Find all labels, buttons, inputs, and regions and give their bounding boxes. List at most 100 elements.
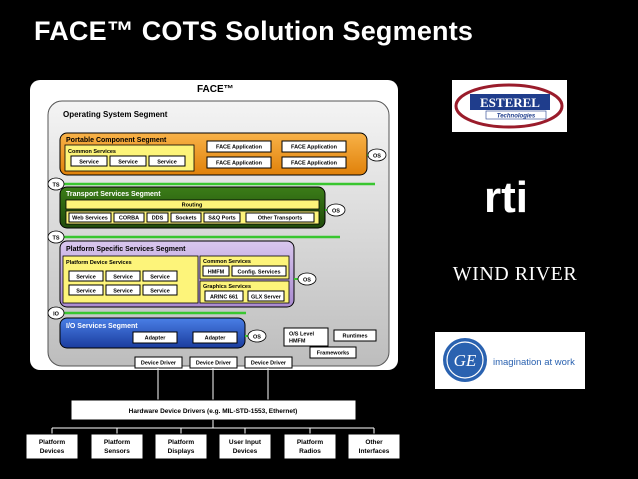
- transport-dds-label: DDS: [152, 216, 164, 222]
- device-driver-2-label: Device Driver: [196, 361, 232, 367]
- ts-tag-1-label: TS: [52, 183, 59, 189]
- platform-displays-label-1: Platform: [168, 439, 195, 446]
- io-adapter-1: [132, 331, 178, 344]
- io-adapter-2-label: Adapter: [205, 336, 227, 342]
- io-segment-title: I/O Services Segment: [66, 323, 138, 330]
- platform-radios-label-1: Platform: [297, 439, 324, 446]
- platform-devices-label-2: Devices: [40, 448, 65, 455]
- pss-hmfm-label: HMFM: [208, 270, 225, 276]
- portable-service-1: [70, 155, 108, 167]
- pss-arinc-661: [204, 290, 244, 302]
- ts-tag-1: [47, 177, 65, 191]
- os-level-hmfm-box: [283, 327, 329, 347]
- portable-common-services-label: Common Services: [68, 149, 116, 155]
- pss-arinc-661-label: ARINC 661: [210, 295, 238, 301]
- platform-bus: [51, 420, 375, 434]
- face-app-1: [206, 140, 272, 153]
- user-input-devices-label-2: Devices: [233, 448, 258, 455]
- platform-radios-label-2: Radios: [299, 448, 321, 455]
- os-level-hmfm-text: O/S Level: [289, 332, 315, 338]
- os-level-hmfm-text-line2: HMFM: [289, 339, 306, 345]
- pss-service-5: [105, 284, 141, 296]
- io-tag-label: IO: [53, 312, 60, 318]
- device-driver-3-label: Device Driver: [251, 361, 287, 367]
- face-app-3-label: FACE Application: [216, 161, 263, 167]
- pss-service-2: [105, 270, 141, 282]
- portable-service-3-label: Service: [157, 160, 177, 166]
- pss-service-5-label: Service: [113, 289, 133, 295]
- transport-segment-title: Transport Services Segment: [66, 191, 161, 198]
- transport-web-services: [68, 212, 112, 223]
- pss-service-6-label: Service: [150, 289, 170, 295]
- driver-connectors: [157, 368, 269, 400]
- platform-displays-label-2: Displays: [168, 448, 195, 455]
- platform-sensors-box: [90, 433, 144, 460]
- pss-service-4: [68, 284, 104, 296]
- ge-monogram-icon: [443, 338, 487, 382]
- pss-service-6: [142, 284, 178, 296]
- frameworks-label: Frameworks: [317, 351, 349, 357]
- routing-bar: [65, 199, 320, 210]
- face-app-2-label: FACE Application: [291, 145, 338, 151]
- runtimes-box: [333, 329, 377, 342]
- portable-service-2-label: Service: [118, 160, 138, 166]
- portable-os-tag: [367, 148, 387, 162]
- pss-os-tag-label: OS: [303, 278, 311, 284]
- ts-tag-2-label: TS: [52, 236, 59, 242]
- transport-other-label: Other Transports: [258, 216, 303, 222]
- platform-device-services-label: Platform Device Services: [66, 260, 132, 266]
- ts-tag-2: [47, 230, 65, 244]
- face-app-4-label: FACE Application: [291, 161, 338, 167]
- pss-service-2-label: Service: [113, 275, 133, 281]
- esterel-logo-mark: ESTEREL Technologies: [454, 83, 564, 129]
- platform-devices-box: [25, 433, 79, 460]
- wind-river-logo: WIND RIVER: [425, 258, 605, 288]
- pss-service-1-label: Service: [76, 275, 96, 281]
- esterel-name: ESTEREL: [480, 95, 540, 110]
- pss-glx-server: [247, 290, 285, 302]
- transport-dds: [146, 212, 169, 223]
- platform-displays-box: [154, 433, 208, 460]
- face-app-1-label: FACE Application: [216, 145, 263, 151]
- rti-logo: rti: [478, 168, 548, 222]
- transport-sq-ports: [203, 212, 241, 223]
- slide-title: FACE™ COTS Solution Segments: [34, 16, 474, 46]
- portable-segment-title: Portable Component Segment: [66, 137, 167, 144]
- pss-glx-server-label: GLX Server: [251, 295, 282, 301]
- platform-sensors-label-2: Sensors: [104, 448, 130, 455]
- ge-tagline: imagination at work: [493, 357, 575, 368]
- other-interfaces-box: [347, 433, 401, 460]
- transport-sq-ports-label: S&Q Ports: [208, 216, 236, 222]
- pss-graphics-services-label: Graphics Services: [203, 284, 251, 290]
- ge-logo: GE imagination at work: [435, 332, 585, 389]
- face-app-3: [206, 156, 272, 169]
- platform-devices-label-1: Platform: [39, 439, 66, 446]
- transport-web-services-label: Web Services: [72, 216, 108, 222]
- other-interfaces-label-2: Interfaces: [359, 448, 390, 455]
- rti-logo-text: rti: [484, 173, 528, 220]
- esterel-sub: Technologies: [497, 114, 536, 120]
- pss-service-1: [68, 270, 104, 282]
- transport-other: [245, 212, 315, 223]
- hardware-drivers-label: Hardware Device Drivers (e.g. MIL-STD-15…: [129, 408, 298, 415]
- io-os-tag: [247, 329, 267, 343]
- face-label: FACE™: [197, 84, 234, 95]
- portable-service-2: [109, 155, 147, 167]
- device-driver-1-label: Device Driver: [141, 361, 177, 367]
- platform-sensors-label-1: Platform: [104, 439, 131, 446]
- transport-sockets-label: Sockets: [175, 216, 196, 222]
- pss-common-services-label: Common Services: [203, 259, 251, 265]
- os-segment-title: Operating System Segment: [63, 110, 168, 119]
- frameworks-box: [309, 346, 357, 359]
- pss-config-services-label: Config. Services: [237, 270, 280, 276]
- routing-label: Routing: [182, 203, 203, 209]
- io-tag: [47, 306, 65, 320]
- transport-os-tag: [326, 203, 346, 217]
- face-app-4: [281, 156, 347, 169]
- portable-os-tag-label: OS: [373, 154, 381, 160]
- io-adapter-1-label: Adapter: [145, 336, 167, 342]
- pss-service-3-label: Service: [150, 275, 170, 281]
- pss-service-4-label: Service: [76, 289, 96, 295]
